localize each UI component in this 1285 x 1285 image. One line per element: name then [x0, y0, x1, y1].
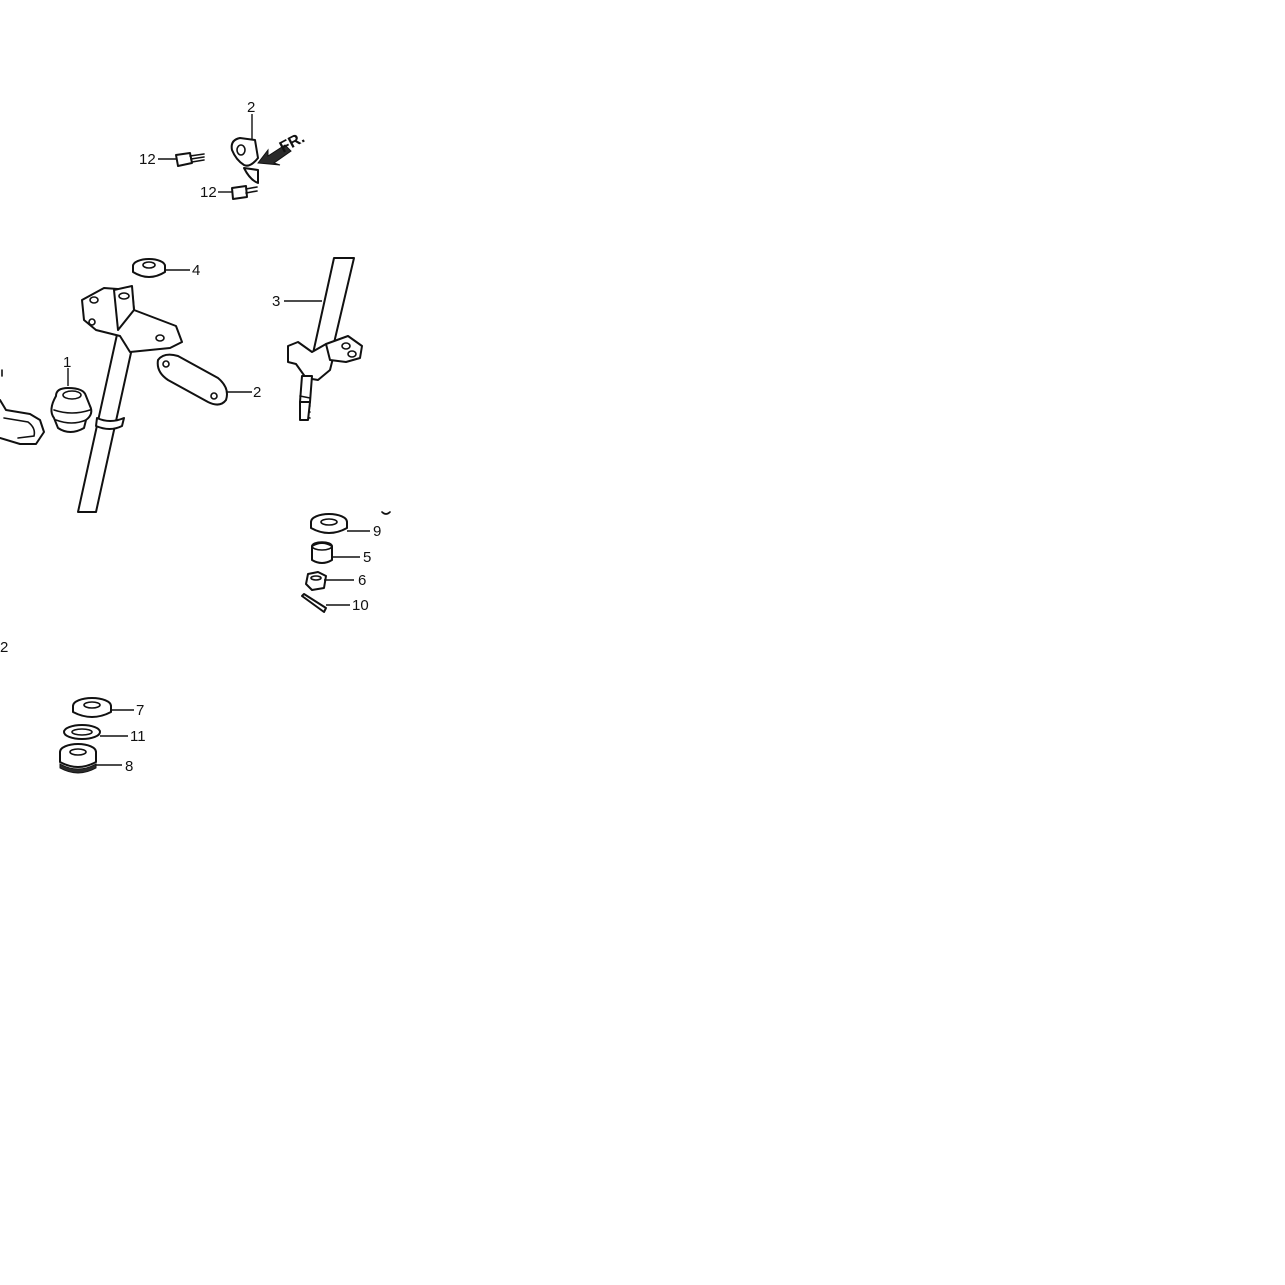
washer-11 [63, 724, 101, 740]
callout-12-upper: 12 [139, 151, 156, 168]
callout-6: 6 [358, 572, 366, 589]
grommet-4 [132, 258, 166, 278]
cropped-fragment [381, 511, 391, 515]
callout-9: 9 [373, 523, 381, 540]
callout-3: 3 [272, 293, 280, 310]
callout-12-lower: 12 [200, 184, 217, 201]
callout-2-left: 2 [0, 639, 8, 656]
cotter-pin-10 [301, 593, 327, 613]
column-bracket [81, 285, 183, 353]
holder-2-side [156, 353, 228, 406]
callout-8: 8 [125, 758, 133, 775]
bearing-7 [72, 697, 112, 718]
steering-column-assembly [0, 258, 252, 513]
front-arrow-icon: FR. [257, 129, 308, 166]
callout-2-side: 2 [253, 384, 261, 401]
cover-partial-left [0, 399, 45, 445]
callout-11: 11 [130, 728, 146, 745]
callout-4: 4 [192, 262, 200, 279]
callout-2-top: 2 [247, 99, 255, 116]
callout-7: 7 [136, 702, 144, 719]
collar-5 [311, 541, 333, 564]
shaft-3 [287, 257, 363, 421]
bolt-12-upper [175, 152, 205, 167]
holder-assembly-top: FR. [158, 114, 308, 200]
nut-6 [305, 571, 327, 591]
small-parts-right [301, 513, 370, 613]
boot-1 [50, 387, 93, 433]
callout-10: 10 [352, 597, 369, 614]
callout-5: 5 [363, 549, 371, 566]
callout-1: 1 [63, 354, 71, 371]
bolt-12-lower [231, 185, 258, 200]
bearing-8 [59, 743, 97, 774]
bearing-9 [310, 513, 348, 534]
small-parts-left [59, 697, 134, 774]
steering-shaft-assembly [284, 257, 363, 421]
holder-2-top [230, 137, 259, 184]
